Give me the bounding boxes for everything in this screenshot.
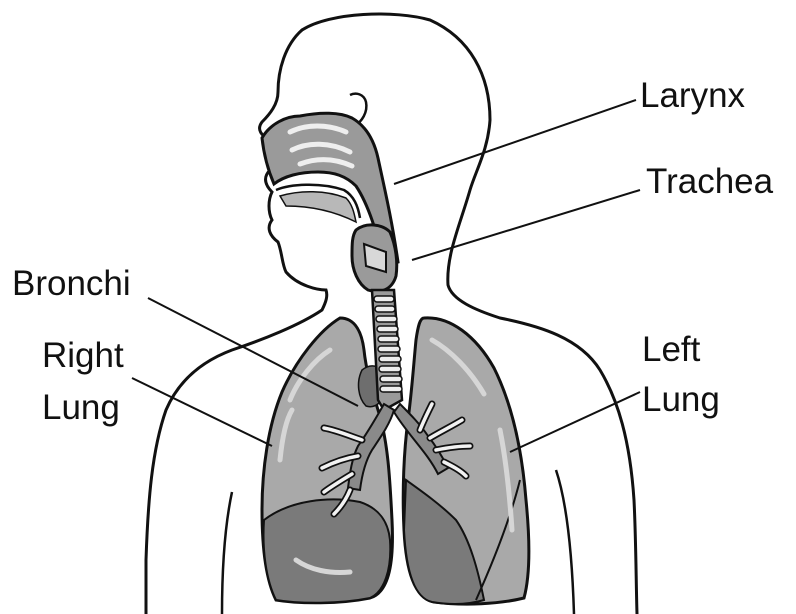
right-lung-leader (132, 378, 272, 446)
larynx-leader (394, 100, 636, 184)
right-lung-label-line1: Right (42, 336, 124, 376)
trachea-leader (412, 190, 640, 260)
left-lung-label-line1: Left (642, 330, 700, 370)
left-lung-label-line2: Lung (642, 380, 720, 420)
right-arm-line (222, 492, 232, 614)
bronchi-label: Bronchi (12, 264, 131, 304)
right-lung-label-line2: Lung (42, 388, 120, 428)
larynx-label: Larynx (640, 76, 745, 116)
right-lung-lower-lobe (264, 499, 391, 602)
mouth-shading (280, 192, 356, 222)
left-arm-line (556, 470, 574, 614)
trachea-label: Trachea (646, 162, 773, 202)
